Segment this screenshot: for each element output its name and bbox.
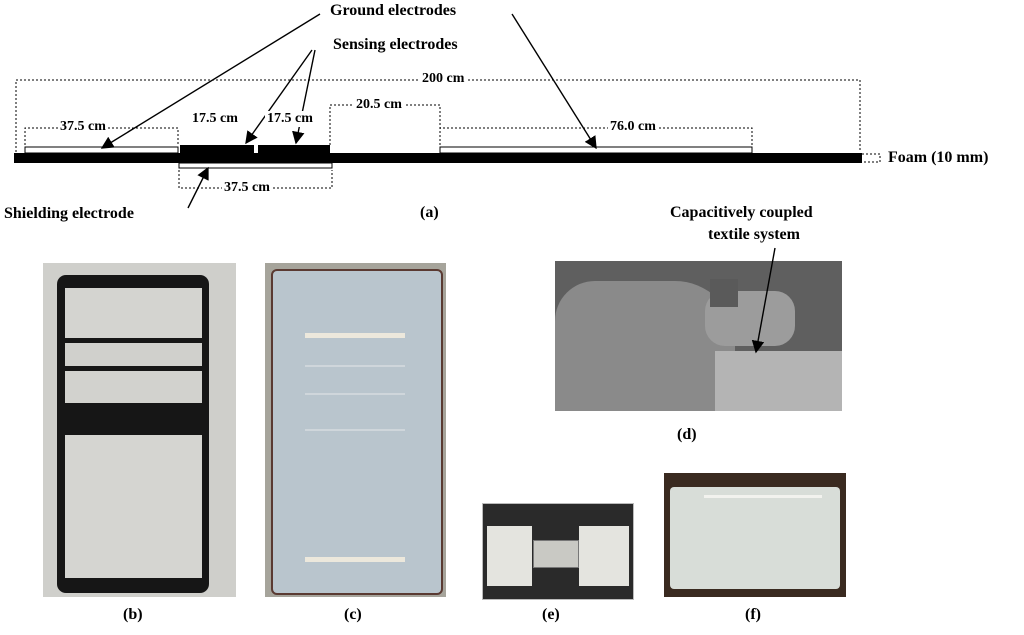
photo-c-covered-mat [265,263,446,597]
caption-a: (a) [420,204,439,221]
photo-f-strap [704,495,822,498]
mat-c-line-1 [305,365,405,367]
mat-c-strap-top [305,333,405,338]
dimension-bracket-ground-right [439,127,753,145]
photo-d-bedding [555,281,735,411]
label-foam: Foam (10 mm) [888,149,989,166]
label-shielding-electrode: Shielding electrode [4,205,134,222]
dimension-sensing-1: 17.5 cm [190,111,240,127]
dimension-ground-right: 76.0 cm [608,119,658,135]
photo-e-foam-right [579,526,629,586]
foam-bar [14,153,862,163]
electrode-panel-2 [65,343,202,366]
electrode-panel-4 [65,435,202,578]
caption-c: (c) [344,606,362,623]
photo-d-face-blur [710,279,738,307]
dimension-bracket-total [15,79,861,152]
label-ground-electrodes: Ground electrodes [330,2,457,19]
dimension-total: 200 cm [420,71,467,87]
arrow-ground-left [100,13,321,149]
electrode-layout-schematic [14,13,881,209]
dimension-sensing-2: 17.5 cm [265,111,315,127]
label-capacitive-line2: textile system [708,226,800,243]
shielding-electrode [178,162,333,169]
dimension-bracket-gap [329,104,441,145]
mat-c-line-2 [305,393,405,395]
sensing-electrode-1 [180,145,254,154]
mat-b-frame [57,275,209,593]
photo-d-sleep-monitoring [555,261,842,411]
arrow-sensing-1 [245,49,313,145]
ground-electrode-left [24,146,179,154]
arrow-ground-right [511,13,597,150]
mat-c-surface [271,269,443,595]
dimension-shield: 37.5 cm [222,180,272,196]
dimension-ground-left: 37.5 cm [58,119,108,135]
arrow-sensing-2 [292,49,316,145]
photo-f-folded-mat [664,473,846,597]
caption-e: (e) [542,606,560,623]
label-capacitive-line1: Capacitively coupled [670,204,813,221]
electrode-panel-1 [65,288,202,338]
arrow-shielding [187,166,209,209]
photo-e-board [533,540,579,568]
sensing-electrode-2 [258,145,330,154]
photo-b-electrode-mat [43,263,236,597]
caption-d: (d) [677,426,697,443]
mat-c-line-3 [305,429,405,431]
caption-f: (f) [745,606,761,623]
dimension-bracket-foam [862,153,881,163]
electrode-panel-3 [65,371,202,403]
dimension-bracket-shield [178,170,333,189]
photo-e-sensor-module [482,503,634,600]
mat-c-strap-bottom [305,557,405,562]
photo-f-mat [670,487,840,589]
dimension-gap: 20.5 cm [354,97,404,113]
photo-d-mat [715,351,842,411]
photo-e-foam-left [487,526,532,586]
label-sensing-electrodes: Sensing electrodes [333,36,458,53]
caption-b: (b) [123,606,143,623]
